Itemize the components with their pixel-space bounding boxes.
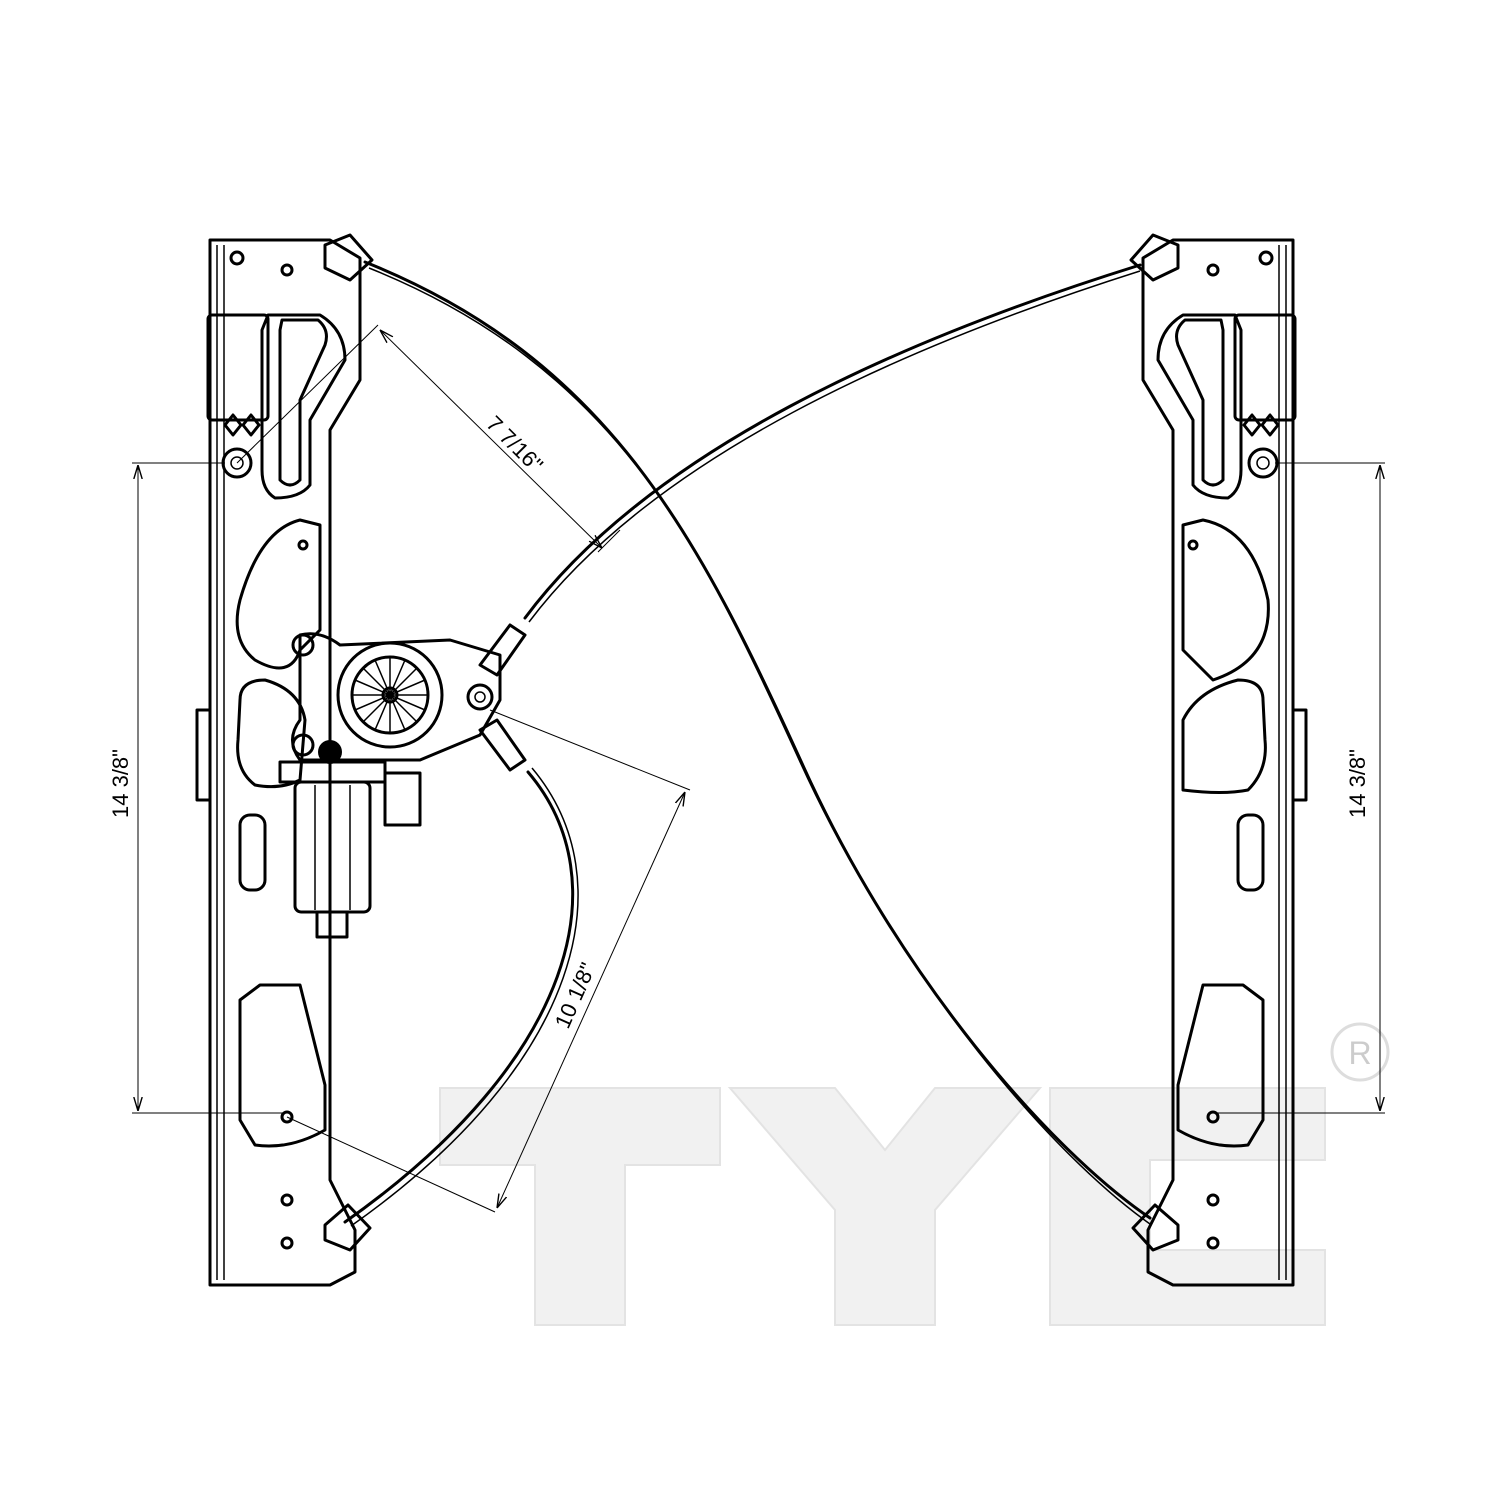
tyc-watermark: R — [439, 1022, 1390, 1326]
dimension-cable-run: 7 7/16" — [236, 324, 621, 553]
dimension-left-rail-height: 14 3/8" — [108, 462, 287, 1114]
gear-spokes — [352, 657, 428, 733]
cables — [343, 260, 1152, 1227]
dimension-right-rail-height: 14 3/8" — [1215, 462, 1385, 1114]
right-rail — [1129, 233, 1308, 1287]
svg-text:R: R — [1348, 1035, 1371, 1071]
dimension-label-left-rail-height: 14 3/8" — [108, 749, 133, 818]
dimension-label-cable-run: 7 7/16" — [481, 411, 547, 477]
motor-assembly — [278, 623, 527, 939]
left-rail — [195, 233, 374, 1287]
registered-mark-icon — [1330, 1022, 1390, 1082]
dimension-label-right-rail-height: 14 3/8" — [1345, 749, 1370, 818]
